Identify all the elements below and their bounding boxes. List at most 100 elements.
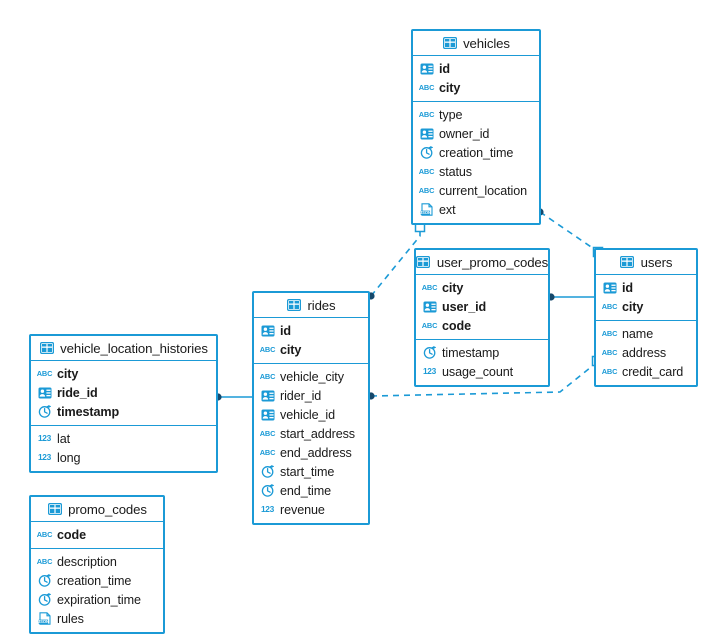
column-name: credit_card [622,364,684,379]
relationship-user-promo-codes-to-users[interactable] [547,293,594,301]
column-name: current_location [439,183,528,198]
abc-icon: ABC [418,109,435,119]
num-icon: 123 [422,366,437,377]
column-name: long [57,450,81,465]
key-id-icon [260,389,275,402]
column-row[interactable]: timestamp [416,343,548,362]
column-row[interactable]: ABC current_location [413,181,539,200]
column-row[interactable]: id [413,59,539,78]
column-row[interactable]: ABC credit_card [596,362,696,381]
table-title: rides [307,297,336,313]
column-row[interactable]: timestamp [31,402,216,421]
clock-icon [260,484,275,497]
table-icon [416,256,431,269]
num-icon: 123 [260,504,275,515]
table-header-vehicle_location_histories[interactable]: vehicle_location_histories [31,336,216,361]
column-name: revenue [280,502,325,517]
column-name: timestamp [57,404,120,419]
column-row[interactable]: id [254,321,368,340]
abc-icon: ABC [418,82,435,92]
column-row[interactable]: creation_time [413,143,539,162]
table-header-promo_codes[interactable]: promo_codes [31,497,163,522]
key-id-icon [260,324,275,337]
abc-icon: ABC [36,556,53,566]
table-header-users[interactable]: users [596,250,696,275]
column-name: city [57,366,79,381]
column-row[interactable]: id [596,278,696,297]
column-name: vehicle_city [280,369,344,384]
column-row[interactable]: 123 revenue [254,500,368,519]
relationship-vehicle-location-histories-to-rides[interactable] [214,393,252,401]
column-name: city [439,80,461,95]
column-row[interactable]: start_time [254,462,368,481]
abc-icon: ABC [259,447,276,457]
column-name: expiration_time [57,592,141,607]
clock-icon [422,346,437,359]
key-id-icon [422,300,437,313]
column-name: lat [57,431,71,446]
column-row[interactable]: owner_id [413,124,539,143]
relationship-line [539,211,598,252]
column-row[interactable]: end_time [254,481,368,500]
abc-icon: ABC [601,366,618,376]
column-name: id [439,61,450,76]
clock-icon [37,574,52,587]
column-name: end_time [280,483,332,498]
key-id-icon [419,62,434,75]
column-name: user_id [442,299,487,314]
svg-text:JSON: JSON [420,210,431,215]
column-name: rider_id [280,388,322,403]
column-row[interactable]: vehicle_id [254,405,368,424]
column-row[interactable]: ride_id [31,383,216,402]
column-row[interactable]: expiration_time [31,590,163,609]
column-row[interactable]: rider_id [254,386,368,405]
clock-icon [37,405,52,418]
json-icon: JSON [419,203,434,216]
table-header-rides[interactable]: rides [254,293,368,318]
column-row[interactable]: user_id [416,297,548,316]
column-name: city [622,299,644,314]
table-header-vehicles[interactable]: vehicles [413,31,539,56]
abc-icon: ABC [418,185,435,195]
column-row[interactable]: creation_time [31,571,163,590]
num-icon: 123 [37,452,52,463]
abc-icon: ABC [259,344,276,354]
table-header-user_promo_codes[interactable]: user_promo_codes [416,250,548,275]
table-icon [442,37,457,50]
column-row[interactable]: 123 long [31,448,216,467]
abc-icon: ABC [418,166,435,176]
column-row[interactable]: ABC city [413,78,539,97]
